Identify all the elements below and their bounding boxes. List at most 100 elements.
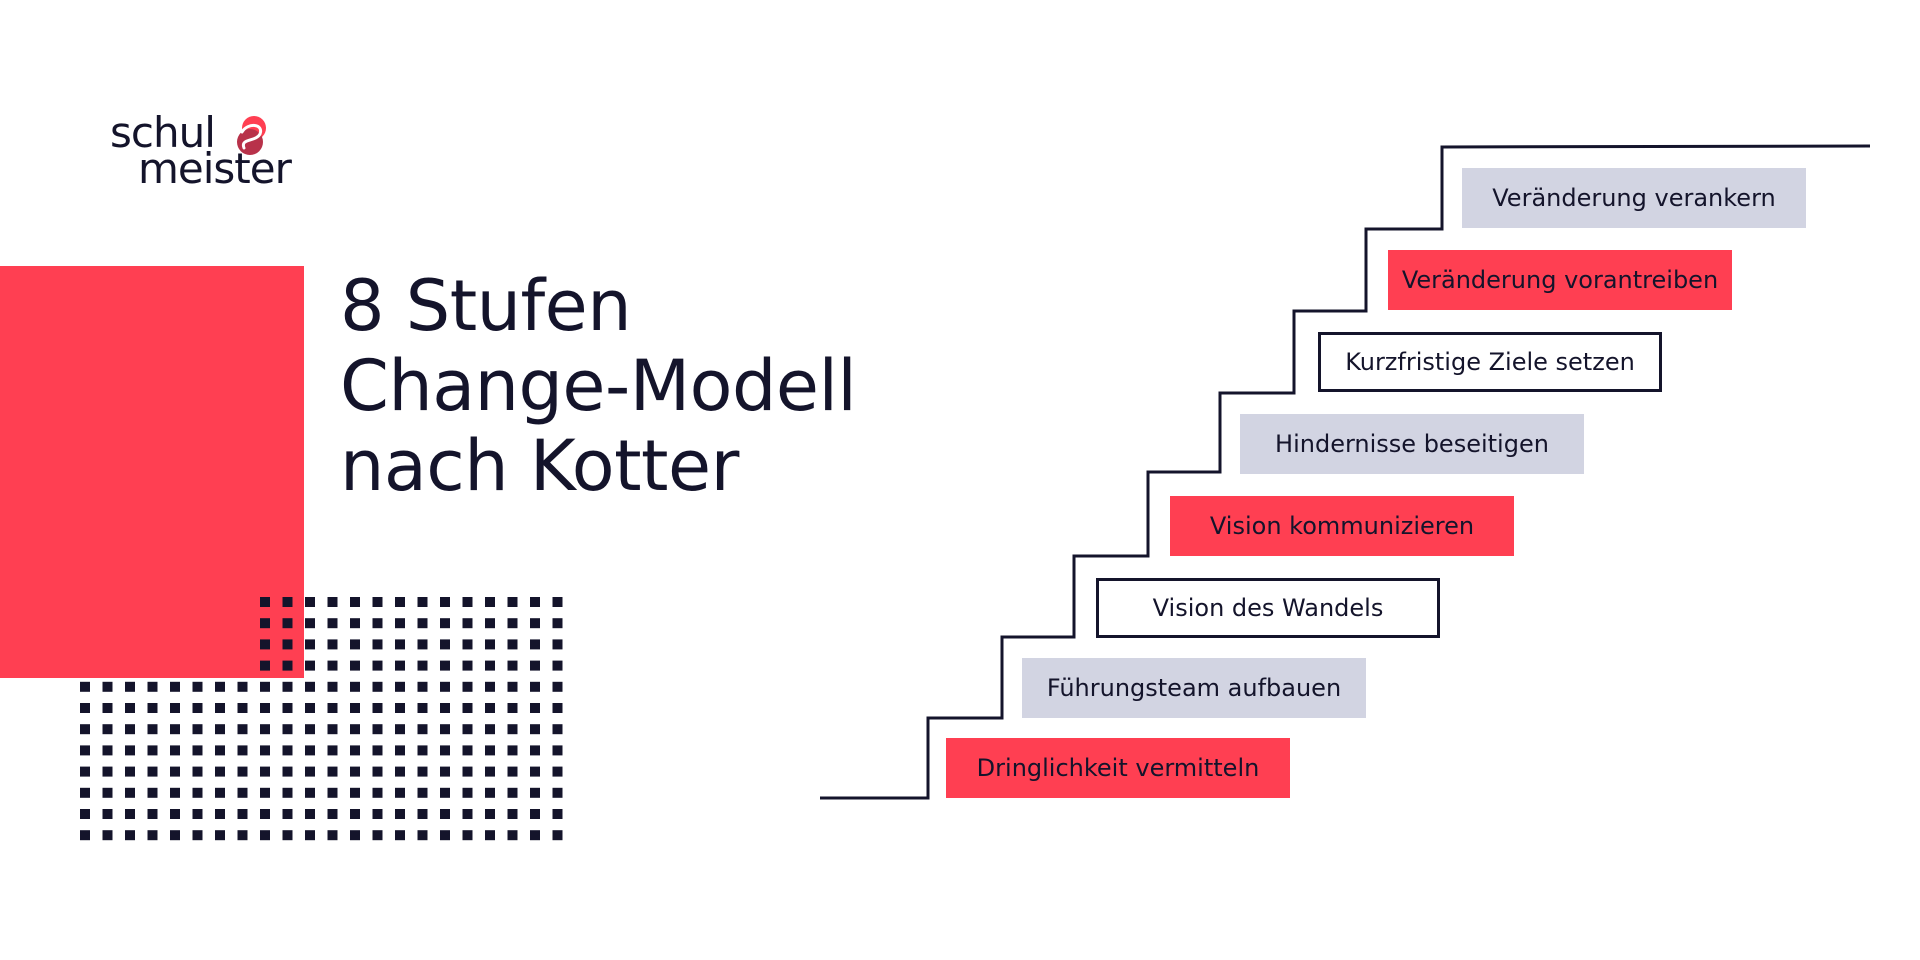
dot [462, 703, 473, 713]
dot [552, 809, 563, 819]
dot [350, 639, 360, 650]
logo-wordmark-line1: schul [110, 108, 216, 157]
dot [327, 703, 338, 713]
dot [395, 618, 405, 629]
dot [170, 745, 180, 756]
dot [237, 681, 248, 692]
dot [237, 787, 248, 798]
dot [80, 809, 90, 819]
dot [305, 597, 315, 607]
dot [80, 681, 90, 692]
dot [440, 724, 450, 735]
dot [485, 766, 495, 777]
dot [485, 639, 495, 650]
dot [282, 745, 293, 756]
dot [462, 809, 473, 819]
dot [80, 724, 90, 735]
dot [462, 830, 473, 841]
dot [530, 766, 540, 777]
dot [80, 703, 90, 713]
dot [147, 681, 158, 692]
dot [237, 724, 248, 735]
dot [372, 787, 383, 798]
dot [395, 787, 405, 798]
dot [485, 660, 495, 671]
dot [507, 787, 518, 798]
dot [215, 787, 225, 798]
dot [440, 618, 450, 629]
dot [237, 766, 248, 777]
dot [552, 618, 563, 629]
dot [192, 703, 203, 713]
dot [215, 809, 225, 819]
dot [327, 660, 338, 671]
dot [260, 766, 270, 777]
dot [440, 745, 450, 756]
dot [192, 681, 203, 692]
dot [350, 703, 360, 713]
dot [530, 809, 540, 819]
dot [282, 766, 293, 777]
dot [282, 809, 293, 819]
dot [462, 681, 473, 692]
dot [327, 766, 338, 777]
dot [440, 809, 450, 819]
dot [260, 660, 270, 671]
title-line-1: 8 Stufen [340, 265, 632, 347]
dot [395, 724, 405, 735]
dot [260, 597, 270, 607]
dot [530, 681, 540, 692]
dot [530, 745, 540, 756]
dot [440, 681, 450, 692]
page-title: 8 Stufen Change-Modell nach Kotter [340, 265, 857, 506]
logo-wordmark-line2: meister [138, 144, 292, 193]
dot [462, 660, 473, 671]
dot [530, 703, 540, 713]
dot [485, 745, 495, 756]
title-line-2: Change-Modell [340, 345, 857, 427]
step-4-label: Vision kommunizieren [1209, 512, 1475, 540]
dot [327, 639, 338, 650]
dot [170, 787, 180, 798]
dot [417, 745, 428, 756]
dot [395, 830, 405, 841]
dot [350, 660, 360, 671]
dot [125, 724, 135, 735]
dot [102, 703, 113, 713]
dot [440, 639, 450, 650]
dot [485, 787, 495, 798]
dot [462, 745, 473, 756]
dot [305, 766, 315, 777]
dot [192, 809, 203, 819]
dot [102, 809, 113, 819]
decorative-red-block [0, 266, 304, 678]
dot [350, 724, 360, 735]
step-2-label: Führungsteam aufbauen [1046, 674, 1342, 702]
dot [372, 766, 383, 777]
dot [350, 766, 360, 777]
dot [552, 639, 563, 650]
dot [350, 830, 360, 841]
dot [530, 830, 540, 841]
dot [372, 618, 383, 629]
dot [440, 830, 450, 841]
dot [417, 703, 428, 713]
dot [102, 724, 113, 735]
dot [417, 809, 428, 819]
step-3-box: Vision des Wandels [1096, 578, 1440, 638]
dot [125, 809, 135, 819]
dot [552, 703, 563, 713]
dot [237, 809, 248, 819]
dot [215, 745, 225, 756]
dot [507, 703, 518, 713]
dot [260, 830, 270, 841]
dot [102, 745, 113, 756]
dot [485, 597, 495, 607]
dot [102, 830, 113, 841]
dot [147, 703, 158, 713]
dot [260, 724, 270, 735]
dot [552, 766, 563, 777]
dot [192, 766, 203, 777]
dot [260, 745, 270, 756]
